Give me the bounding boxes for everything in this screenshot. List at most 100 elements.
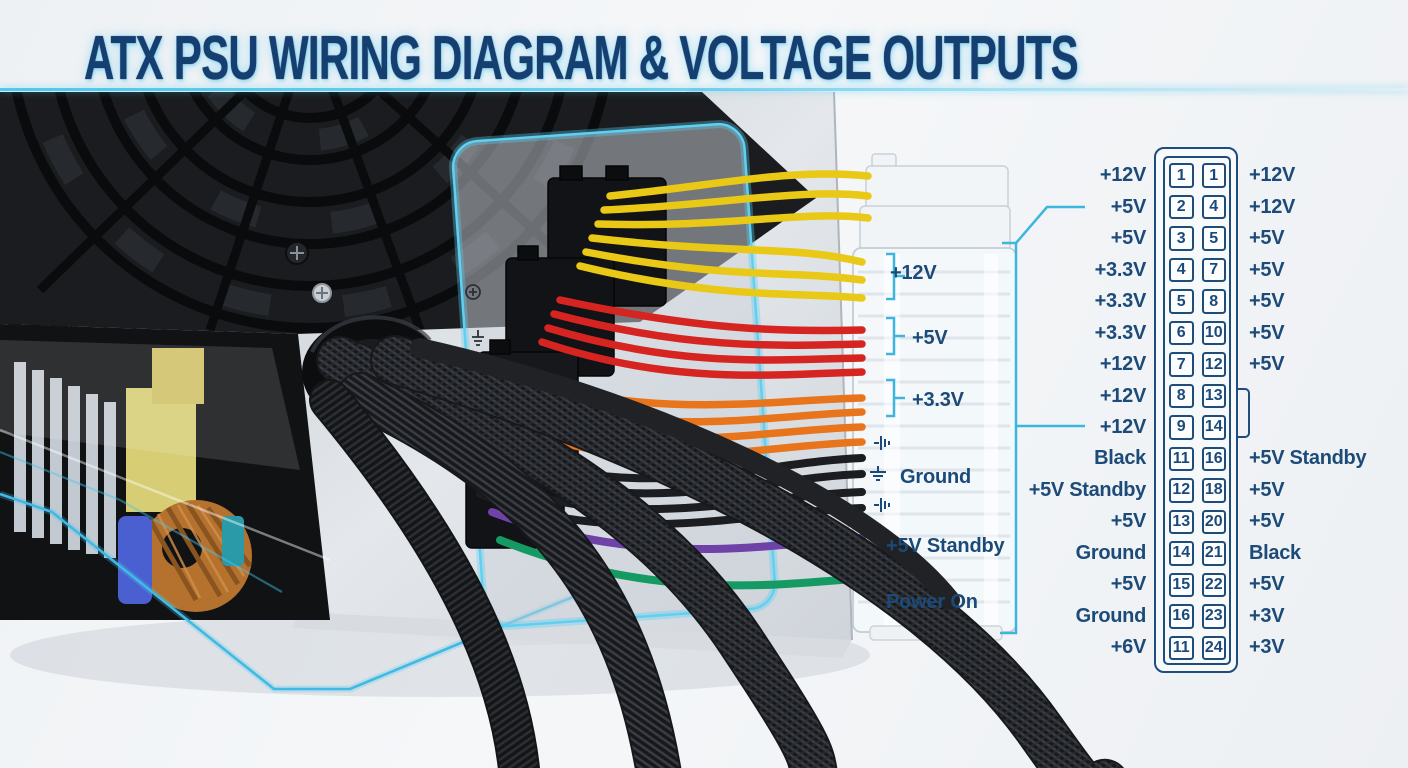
heatsink [14, 362, 116, 558]
pin-right-number: 16 [1201, 446, 1226, 472]
pin-right-number: 22 [1201, 572, 1226, 598]
pin-right-number: 8 [1201, 289, 1226, 314]
ground-icon [868, 464, 888, 489]
panel-symbol-ground-icon [472, 330, 484, 346]
callout-bracket-connector [1000, 241, 1018, 635]
capacitor [222, 516, 244, 566]
pin-left-number: 1 [1169, 163, 1194, 188]
pin-right-number: 10 [1201, 320, 1226, 346]
pin-row: +5V 3 5 +5V [986, 223, 1408, 254]
pin-row: +6V 11 24 +3V [986, 632, 1408, 663]
pin-right-label: +5V [1249, 290, 1285, 313]
pin-row: +5V 13 20 +5V [986, 506, 1408, 537]
pin-left-number: 12 [1169, 478, 1194, 503]
pin-row: +3.3V 4 7 +5V [986, 254, 1408, 285]
callout-lines [886, 205, 1085, 635]
pin-right-number: 1 [1201, 163, 1226, 188]
pin-left-label: +5V [1110, 195, 1147, 218]
pin-right-number: 4 [1201, 194, 1226, 220]
pin-right-number: 5 [1201, 226, 1226, 251]
screw-icon [312, 283, 332, 303]
pin-right-label: +5V [1249, 510, 1285, 533]
cyan-accent-line [0, 88, 1408, 91]
pin-row: +12V 8 13 [986, 380, 1408, 411]
pin-left-number: 4 [1169, 257, 1194, 283]
pin-table: +12V 1 1 +12V +5V 2 4 +12V +5V 3 5 +5V +… [986, 160, 1408, 664]
pin-row: Black 11 16 +5V Standby [986, 443, 1408, 474]
callout-label-ground: Ground [900, 466, 972, 488]
pin-right-label: +5V [1249, 353, 1285, 376]
pin-left-label: +12V [1099, 164, 1146, 187]
pin-right-label: +5V [1249, 321, 1285, 344]
bracket-12v [886, 252, 905, 301]
pin-right-label: +5V [1249, 478, 1285, 501]
wire-bundle-red [538, 296, 866, 379]
pin-right-number: 18 [1201, 478, 1226, 503]
pin-left-label: +3.3V [1094, 258, 1147, 281]
pin-row: +5V Standby 12 18 +5V [986, 475, 1408, 506]
pin-right-number: 20 [1201, 509, 1226, 535]
pin-row: +12V 7 12 +5V [986, 349, 1408, 380]
callout-label-5v: +5V [912, 327, 948, 349]
pin-row: +5V 2 4 +12V [986, 191, 1408, 222]
pin-left-label: Ground [1075, 541, 1147, 564]
pin-right-label: +5V Standby [1249, 447, 1367, 470]
callout-label-standby: +5V Standby [886, 535, 1005, 557]
pin-right-label: +3V [1249, 604, 1285, 627]
callout-label-12v: +12V [890, 262, 937, 284]
acrylic-sheen [0, 340, 300, 470]
pin-right-number: 21 [1201, 541, 1226, 566]
callout-label-3v3: +3.3V [912, 389, 964, 411]
pin-left-number: 11 [1169, 635, 1194, 661]
transformer [152, 348, 204, 404]
pin-row: +3.3V 6 10 +5V [986, 317, 1408, 348]
pin-left-number: 11 [1169, 446, 1194, 472]
pin-left-number: 13 [1169, 509, 1194, 535]
pin-right-label: +5V [1249, 573, 1285, 596]
pin-right-number: 23 [1201, 604, 1226, 629]
ground-rotated-icon [872, 496, 890, 519]
pin-left-number: 15 [1169, 572, 1194, 598]
pin-left-label: +12V [1099, 415, 1146, 438]
pin-row: +3.3V 5 8 +5V [986, 286, 1408, 317]
pin-right-label: Black [1249, 541, 1301, 564]
pin-table-latch-bracket [1238, 388, 1250, 438]
pin-left-label: +5V [1110, 227, 1147, 250]
pin-left-number: 6 [1169, 320, 1194, 346]
pin-left-number: 8 [1169, 383, 1194, 409]
pin-right-label: +5V [1249, 227, 1285, 250]
pin-left-number: 5 [1169, 289, 1194, 314]
pin-table-inner-frame [1163, 156, 1231, 665]
capacitor [118, 516, 152, 604]
pin-left-label: +6V [1110, 636, 1147, 659]
callout-label-power-on: Power On [886, 591, 978, 613]
pin-right-label: +12V [1249, 164, 1296, 187]
pin-right-number: 12 [1201, 352, 1226, 377]
ground-rotated-icon [872, 434, 890, 457]
pin-row: Ground 14 21 Black [986, 538, 1408, 569]
bracket-3v3 [886, 378, 905, 418]
pin-left-number: 7 [1169, 352, 1194, 377]
pin-left-label: +3.3V [1094, 290, 1147, 313]
panel-symbol-circle-plus-icon [465, 284, 481, 300]
pin-right-number: 7 [1201, 257, 1226, 283]
pin-right-label: +3V [1249, 636, 1285, 659]
pin-left-number: 3 [1169, 226, 1194, 251]
pin-left-number: 16 [1169, 604, 1194, 629]
pin-left-number: 2 [1169, 194, 1194, 220]
pin-right-label: +12V [1249, 195, 1296, 218]
pin-left-label: Ground [1075, 604, 1147, 627]
pin-left-label: +5V Standby [1028, 478, 1147, 501]
wire-bundle-yellow [576, 170, 872, 302]
pin-right-label: +5V [1249, 258, 1285, 281]
pin-left-label: +12V [1099, 384, 1146, 407]
pin-right-number: 14 [1201, 415, 1226, 440]
page-title: ATX PSU WIRING DIAGRAM & VOLTAGE OUTPUTS [84, 23, 1079, 93]
bracket-5v [886, 316, 905, 356]
pin-left-number: 14 [1169, 541, 1194, 566]
transformer [126, 388, 196, 512]
pin-row: +5V 15 22 +5V [986, 569, 1408, 600]
pin-right-number: 24 [1201, 635, 1226, 661]
